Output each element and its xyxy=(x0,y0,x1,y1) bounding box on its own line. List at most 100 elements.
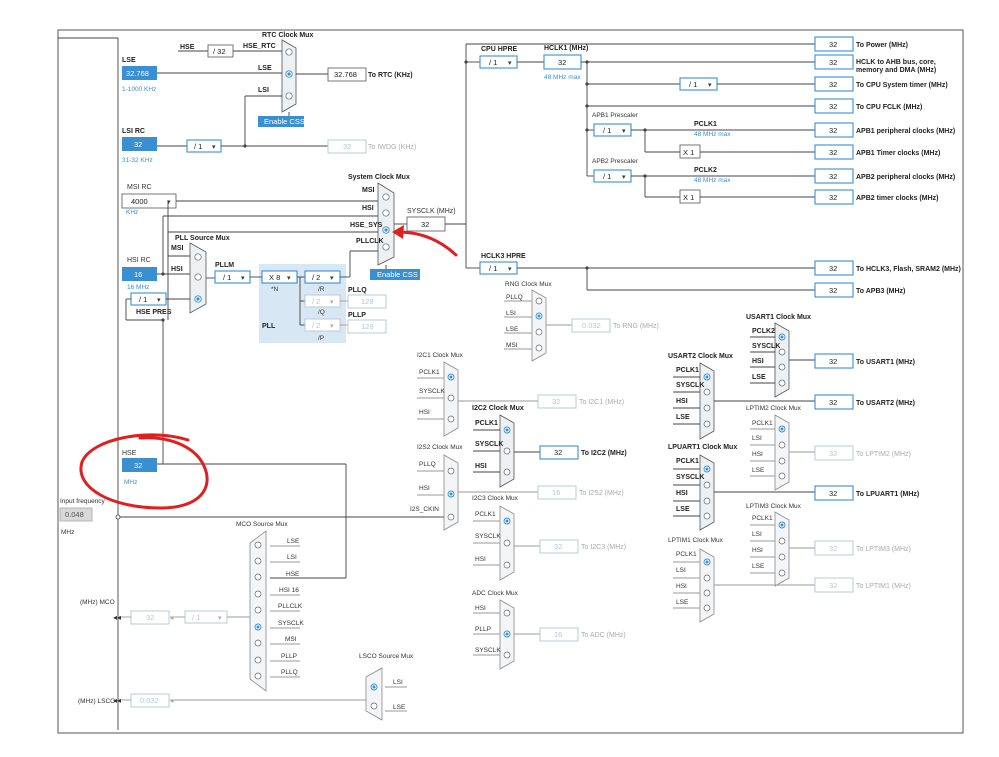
i2c2-mux-hsi-option[interactable] xyxy=(503,468,511,476)
svg-text:PCLK1: PCLK1 xyxy=(475,511,496,518)
svg-text:HSI: HSI xyxy=(419,409,430,416)
svg-text:32: 32 xyxy=(829,193,837,202)
hse-source-box[interactable] xyxy=(122,458,157,472)
rng-mux-msi-option[interactable] xyxy=(535,344,543,352)
rtc-mux-hse-option[interactable] xyxy=(285,48,293,56)
sysclk-mux-msi-option[interactable] xyxy=(382,193,390,201)
rtc-output-label: To RTC (KHz) xyxy=(368,72,413,79)
usart1-mux-lse-option[interactable] xyxy=(778,379,786,387)
lptim2-mux-hsi-option[interactable] xyxy=(778,457,786,465)
mco-mux-hsi16-option[interactable] xyxy=(254,590,262,598)
mco-mux-msi-option[interactable] xyxy=(254,639,262,647)
i2s2-mux-i2sckin-option[interactable] xyxy=(447,513,455,521)
lpuart1-mux-lse-option[interactable] xyxy=(703,512,711,520)
msi-source-label: MSI RC xyxy=(127,184,152,191)
input-frequency-box[interactable] xyxy=(59,507,93,522)
lptim2-mux-lse-option[interactable] xyxy=(778,472,786,480)
mco-mux-pllq-option[interactable] xyxy=(254,672,262,680)
lptim2-mux-lsi-option[interactable] xyxy=(778,441,786,449)
svg-text:32: 32 xyxy=(829,80,837,89)
lptim1-mux-lse-option[interactable] xyxy=(703,604,711,612)
i2c1-mux-sysclk-option[interactable] xyxy=(447,394,455,402)
rng-mux-pllq-option[interactable] xyxy=(535,297,543,305)
lpuart1-mux-hsi-option[interactable] xyxy=(703,497,711,505)
sysclk-enable-css-button[interactable] xyxy=(370,269,420,280)
rtc-output-value xyxy=(327,67,367,82)
rtc-mux-lsi-option[interactable] xyxy=(285,92,293,100)
pll-p-divider[interactable] xyxy=(304,318,341,332)
svg-text:32.768: 32.768 xyxy=(334,70,357,79)
i2c2-mux-sysclk-option[interactable] xyxy=(503,447,511,455)
sysclk-mux-hsi-option[interactable] xyxy=(382,209,390,217)
rng-output-value xyxy=(571,318,611,333)
usart1-mux-sysclk-option[interactable] xyxy=(778,348,786,356)
mco-mux-pllp-option[interactable] xyxy=(254,656,262,664)
rng-mux-lse-option[interactable] xyxy=(535,328,543,336)
svg-text:32: 32 xyxy=(829,102,837,111)
svg-text:PLLQ: PLLQ xyxy=(506,294,523,301)
adc-mux-sysclk-option[interactable] xyxy=(503,651,511,659)
svg-text:SYSCLK: SYSCLK xyxy=(676,474,704,481)
svg-text:/ 1: / 1 xyxy=(223,273,231,282)
svg-text:▾: ▾ xyxy=(708,82,712,89)
pll-source-msi-option[interactable] xyxy=(194,253,202,261)
lsco-mux-lse-option[interactable] xyxy=(370,702,378,710)
usart2-mux-lse-option[interactable] xyxy=(703,420,711,428)
lptim1-mux-lsi-option[interactable] xyxy=(703,574,711,582)
lse-source-box[interactable] xyxy=(122,66,157,80)
pll-r-divider[interactable] xyxy=(304,270,341,284)
pll-q-divider[interactable] xyxy=(304,294,341,308)
mco-mux-lsi-option[interactable] xyxy=(254,557,262,565)
adc-mux-hsi-option[interactable] xyxy=(503,609,511,617)
hsi-source-box[interactable] xyxy=(122,267,157,281)
lptim2-clock-mux xyxy=(774,414,790,491)
svg-text:LSI: LSI xyxy=(506,310,516,317)
red-arrow-annotation xyxy=(396,230,458,257)
lptim3-mux-lsi-option[interactable] xyxy=(778,537,786,545)
pllp-value xyxy=(347,319,387,334)
mco-mux-lse-option[interactable] xyxy=(254,541,262,549)
lsi-source-box[interactable] xyxy=(122,137,157,151)
svg-text:/ 1: / 1 xyxy=(689,80,697,89)
svg-text:LSI: LSI xyxy=(287,554,297,561)
svg-text:32.768: 32.768 xyxy=(126,69,149,78)
lptim1-mux-hsi-option[interactable] xyxy=(703,589,711,597)
usart1-mux-hsi-option[interactable] xyxy=(778,363,786,371)
pll-source-hsi-option[interactable] xyxy=(194,273,202,281)
pllm-select[interactable] xyxy=(214,270,251,284)
usart2-mux-hsi-option[interactable] xyxy=(703,404,711,412)
lpuart1-mux-sysclk-option[interactable] xyxy=(703,481,711,489)
i2c3-mux-sysclk-option[interactable] xyxy=(503,539,511,547)
svg-text:▾: ▾ xyxy=(330,323,334,330)
i2s2-mux-pllq-option[interactable] xyxy=(447,467,455,475)
lptim2-output-label: To LPTIM2 (MHz) xyxy=(856,451,911,458)
lptim3-mux-hsi-option[interactable] xyxy=(778,553,786,561)
svg-text:/ 1: / 1 xyxy=(489,264,497,273)
iwdg-divider-select[interactable] xyxy=(186,139,222,153)
lptim3-output-value xyxy=(814,540,854,556)
svg-text:PCLK1: PCLK1 xyxy=(419,369,440,376)
i2c3-mux-hsi-option[interactable] xyxy=(503,561,511,569)
svg-text:16: 16 xyxy=(552,488,560,497)
svg-text:/ 2: / 2 xyxy=(312,273,320,282)
mco-output-value xyxy=(130,610,170,625)
rtc-enable-css-button[interactable] xyxy=(258,116,304,127)
i2c1-mux-hsi-option[interactable] xyxy=(447,415,455,423)
lptim3-mux-lse-option[interactable] xyxy=(778,569,786,577)
svg-text:PCLK1: PCLK1 xyxy=(676,367,699,374)
hse-pres-select[interactable] xyxy=(130,292,167,306)
mco-mux-pllclk-option[interactable] xyxy=(254,606,262,614)
svg-text:LSE: LSE xyxy=(752,563,765,570)
output-cpu-systimer: 32 To CPU System timer (MHz) xyxy=(814,76,948,92)
output-cpu-fclk: 32 To CPU FCLK (MHz) xyxy=(814,98,922,114)
usart2-mux-sysclk-option[interactable] xyxy=(703,388,711,396)
svg-text:/ 1: / 1 xyxy=(489,58,497,67)
pll-source-mux-title: PLL Source Mux xyxy=(175,235,230,242)
svg-text:X 1: X 1 xyxy=(683,193,694,202)
usart2-output-value xyxy=(814,394,854,410)
sysclk-mux-pllclk-option[interactable] xyxy=(382,243,390,251)
mco-mux-hse-option[interactable] xyxy=(254,573,262,581)
i2c2-output-label: To I2C2 (MHz) xyxy=(581,450,627,457)
svg-text:32: 32 xyxy=(829,126,837,135)
i2c1-mux-title: I2C1 Clock Mux xyxy=(417,352,464,359)
